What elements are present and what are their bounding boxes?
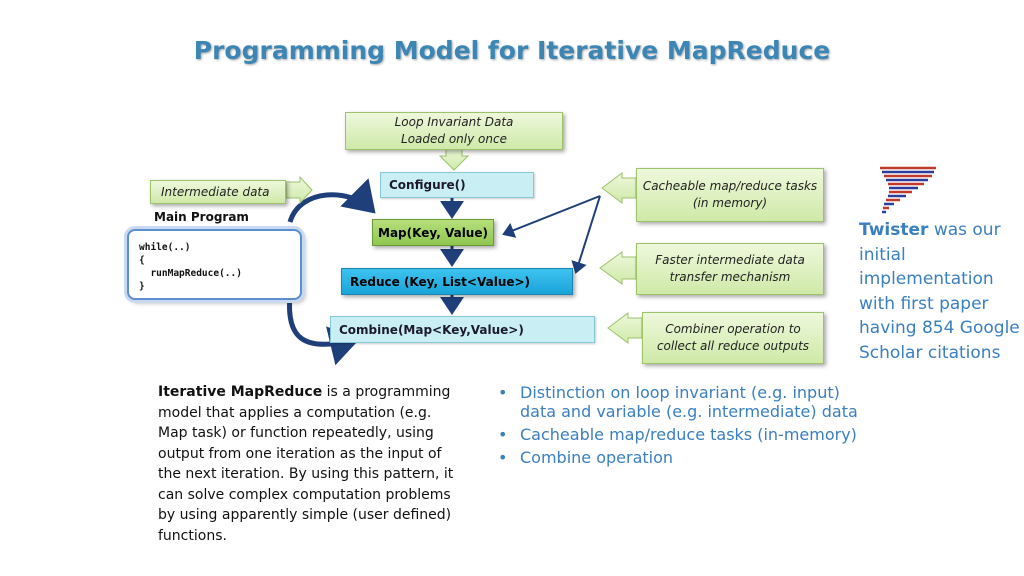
page-title: Programming Model for Iterative MapReduc… [193,36,831,65]
cacheable-line2: (in memory) [692,196,768,210]
code-line: } [139,281,145,292]
cacheable-callout: Cacheable map/reduce tasks (in memory) [636,168,824,222]
faster-line1: Faster intermediate data [655,253,805,267]
intermediate-arrow-head [285,175,313,205]
twister-name: Twister [859,220,929,240]
feature-bullets: Distinction on loop invariant (e.g. inpu… [494,383,864,471]
arrow-cache-reduce [571,195,601,274]
loop-invariant-line2: Loaded only once [401,132,507,146]
combiner-arrow-head [607,312,643,344]
configure-label: Configure() [389,178,466,192]
faster-line2: transfer mechanism [669,270,791,284]
combiner-line2: collect all reduce outputs [656,339,810,353]
combine-label: Combine(Map<Key,Value>) [339,322,524,337]
loop-arrow-top [287,178,376,223]
combiner-callout: Combiner operation to collect all reduce… [642,312,824,364]
paragraph-bold: Iterative MapReduce [158,384,323,400]
loop-invariant-box: Loop Invariant Data Loaded only once [345,112,563,150]
twister-rest: was our initial implementation with firs… [859,220,1020,363]
intermediate-data-tag: Intermediate data [150,180,286,204]
bullet-item: Combine operation [494,448,864,467]
intermediate-data-label: Intermediate data [161,185,270,199]
faster-arrow-head [599,251,637,285]
main-program-label: Main Program [154,210,249,224]
description-paragraph: Iterative MapReduce is a programming mod… [158,382,458,546]
map-label: Map(Key, Value) [378,225,488,240]
code-line: { [139,255,145,266]
code-line: runMapReduce(..) [139,268,242,279]
combiner-line1: Combiner operation to [665,322,801,336]
paragraph-rest: is a programming model that applies a co… [158,384,454,544]
faster-callout: Faster intermediate data transfer mechan… [636,243,824,295]
code-line: while(..) [139,242,191,253]
bullet-item: Cacheable map/reduce tasks (in-memory) [494,425,864,444]
reduce-box: Reduce (Key, List<Value>) [341,268,573,295]
cacheable-arrow-head [601,172,637,204]
main-program-code: while(..) { runMapReduce(..)} [127,229,302,300]
twister-logo [880,166,936,214]
bullet-item: Distinction on loop invariant (e.g. inpu… [494,383,864,421]
loop-invariant-arrow-head [438,147,470,171]
cacheable-line1: Cacheable map/reduce tasks [642,179,818,193]
twister-description: Twister was our initial implementation w… [859,218,1021,365]
configure-box: Configure() [380,172,534,198]
map-box: Map(Key, Value) [372,219,494,246]
reduce-label: Reduce (Key, List<Value>) [350,274,531,289]
arrow-cache-map [502,195,601,238]
combine-box: Combine(Map<Key,Value>) [330,316,595,343]
loop-invariant-line1: Loop Invariant Data [394,115,514,129]
